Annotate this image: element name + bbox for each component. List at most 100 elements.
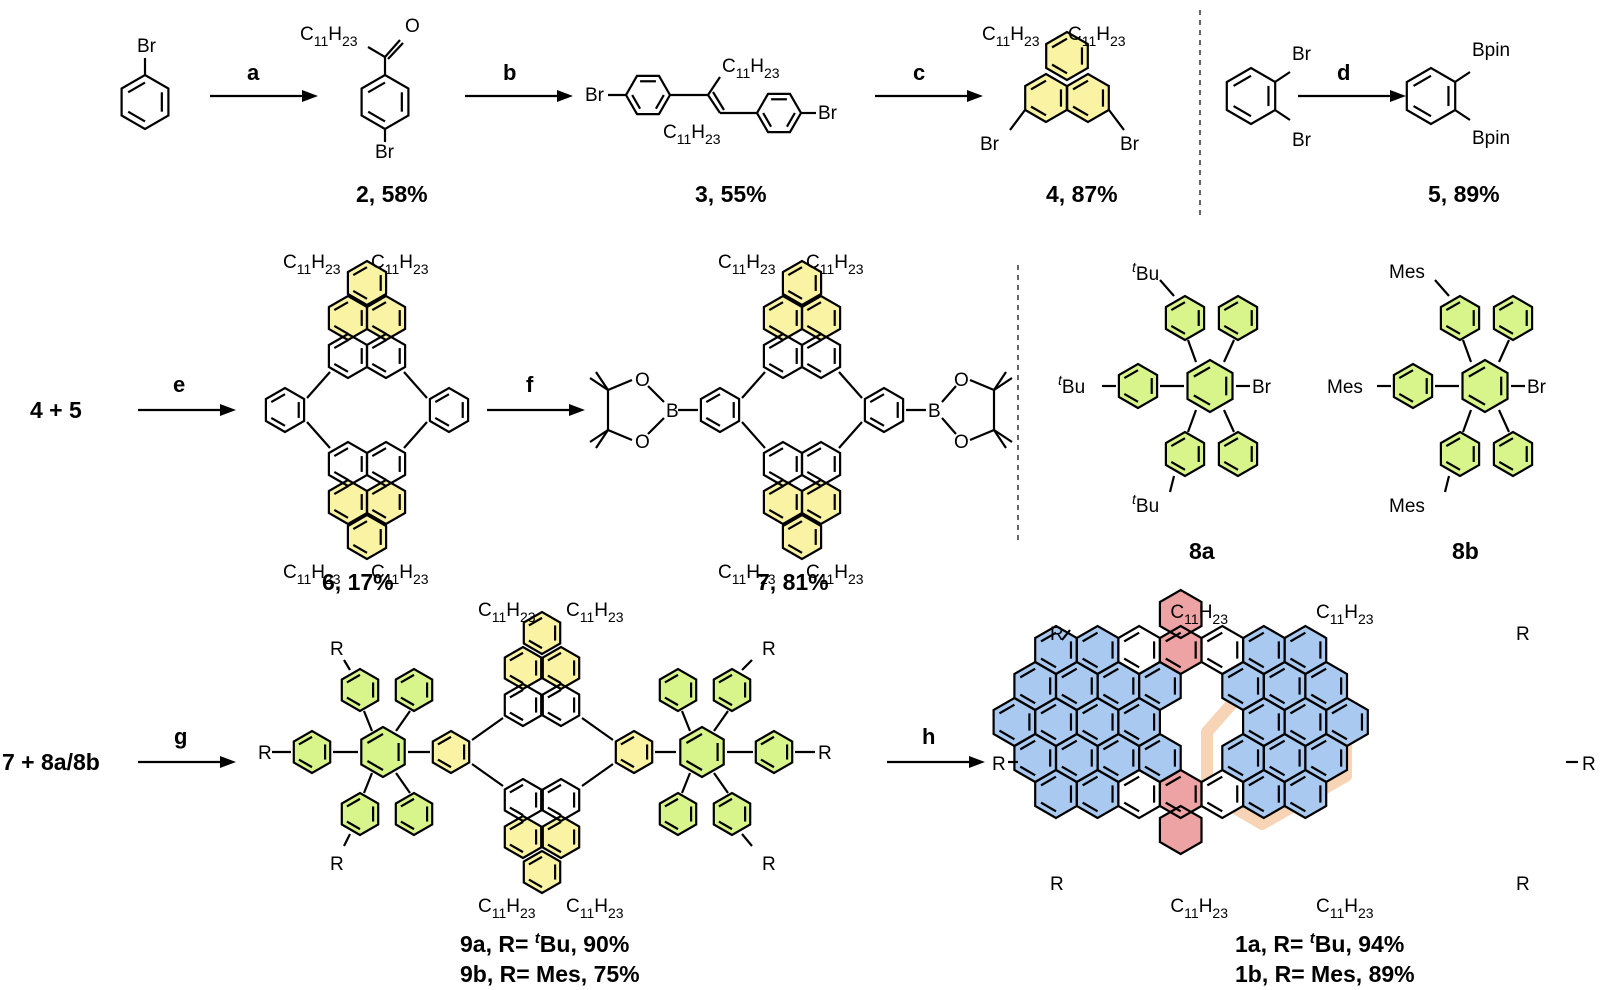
bond	[595, 429, 609, 449]
double-bond	[1412, 105, 1432, 118]
bromo-label: Br	[980, 134, 1000, 155]
double-bond	[333, 447, 349, 458]
bond	[403, 421, 428, 449]
left-aryl-bl	[340, 791, 380, 837]
bromo-label: Br	[1292, 44, 1312, 65]
bond	[1454, 109, 1471, 121]
r-group-label: R	[1516, 874, 1530, 895]
step-b: b	[503, 60, 516, 85]
macro-side-left	[264, 386, 306, 434]
r-group-label: R	[258, 743, 272, 764]
double-bond	[1398, 369, 1414, 380]
aryl-bottom-left	[1439, 430, 1481, 478]
double-bond	[1248, 657, 1265, 669]
double-bond	[333, 339, 349, 350]
double-bond	[806, 485, 822, 496]
bond	[838, 371, 863, 399]
undecyl-label: C11H23	[806, 562, 864, 587]
aryl-bottom-left	[1164, 430, 1206, 478]
center-bot-right-b	[541, 777, 581, 823]
double-bond	[1165, 657, 1182, 669]
double-bond	[1310, 739, 1327, 751]
bond	[1443, 475, 1451, 493]
double-bond	[434, 416, 450, 427]
double-bond	[1498, 460, 1514, 471]
arrow-b	[465, 90, 573, 102]
double-bond	[1102, 765, 1119, 777]
graphene-pink-bottom-fill	[1159, 806, 1202, 854]
double-bond	[528, 855, 543, 866]
macro-bot-center	[781, 513, 823, 561]
double-bond	[400, 797, 415, 808]
r-group-label: R	[1582, 754, 1596, 775]
bpin-label: Bpin	[1472, 40, 1510, 61]
bond	[680, 772, 692, 794]
double-bond	[1144, 765, 1161, 777]
undecyl-label: C11H23	[371, 252, 429, 277]
bond	[1454, 71, 1471, 83]
double-bond	[298, 735, 313, 746]
center-left-ring	[431, 729, 471, 775]
double-bond	[806, 339, 822, 350]
bond	[707, 76, 721, 96]
double-bond	[1019, 693, 1036, 705]
step-e: e	[173, 372, 185, 397]
r-group-label: R	[762, 854, 776, 875]
double-bond	[1051, 63, 1068, 75]
macro-bot-right-b	[800, 440, 842, 488]
bond	[1186, 339, 1198, 363]
double-bond	[785, 112, 796, 128]
oxygen-label: O	[635, 370, 650, 391]
double-bond	[1061, 739, 1078, 751]
arrows-layer	[138, 10, 1406, 768]
double-bond	[547, 688, 562, 699]
double-bond	[367, 110, 386, 123]
double-bond	[1030, 105, 1047, 117]
double-bond	[371, 485, 387, 496]
undecyl-label: C11H23	[663, 122, 721, 147]
double-bond	[270, 393, 286, 404]
bond	[362, 772, 374, 794]
double-bond	[346, 820, 361, 831]
aryl-bottom-right	[1492, 430, 1534, 478]
left-aryl-br	[394, 791, 434, 837]
bond	[1061, 629, 1071, 641]
double-bond	[760, 758, 775, 769]
double-bond	[768, 470, 784, 481]
double-bond	[806, 508, 822, 519]
bond	[1274, 109, 1291, 121]
double-bond	[509, 651, 524, 662]
double-bond	[547, 674, 562, 685]
bond	[306, 371, 331, 399]
bond	[993, 371, 1007, 391]
double-bond	[718, 673, 733, 684]
aryl-top-right	[1217, 294, 1259, 342]
bond	[1461, 339, 1473, 363]
double-bond	[1040, 703, 1057, 715]
bond	[581, 717, 614, 741]
double-bond	[1123, 775, 1140, 787]
double-bond	[333, 470, 349, 481]
double-bond	[806, 470, 822, 481]
double-bond	[1072, 105, 1089, 117]
tert-butyl-label: tBu	[1132, 491, 1159, 517]
double-bond	[654, 94, 665, 110]
arrow-c	[875, 90, 983, 102]
phenanthrene-ring-center	[1045, 30, 1089, 82]
bond	[387, 42, 404, 60]
bromo-label: Br	[818, 103, 838, 124]
double-bond	[346, 673, 361, 684]
double-bond	[547, 783, 562, 794]
undecyl-label: C11H23	[566, 896, 624, 921]
double-bond	[1102, 739, 1119, 751]
double-bond	[509, 820, 524, 831]
center-bot-left	[503, 814, 543, 860]
double-bond	[1019, 667, 1036, 679]
bond	[1222, 339, 1236, 363]
bond	[471, 763, 504, 787]
bromo-label: Br	[1120, 134, 1140, 155]
double-bond	[371, 508, 387, 519]
double-bond	[333, 324, 349, 335]
macro-top-right-b	[365, 332, 407, 380]
graphene-pink-top-fill	[1159, 590, 1202, 638]
